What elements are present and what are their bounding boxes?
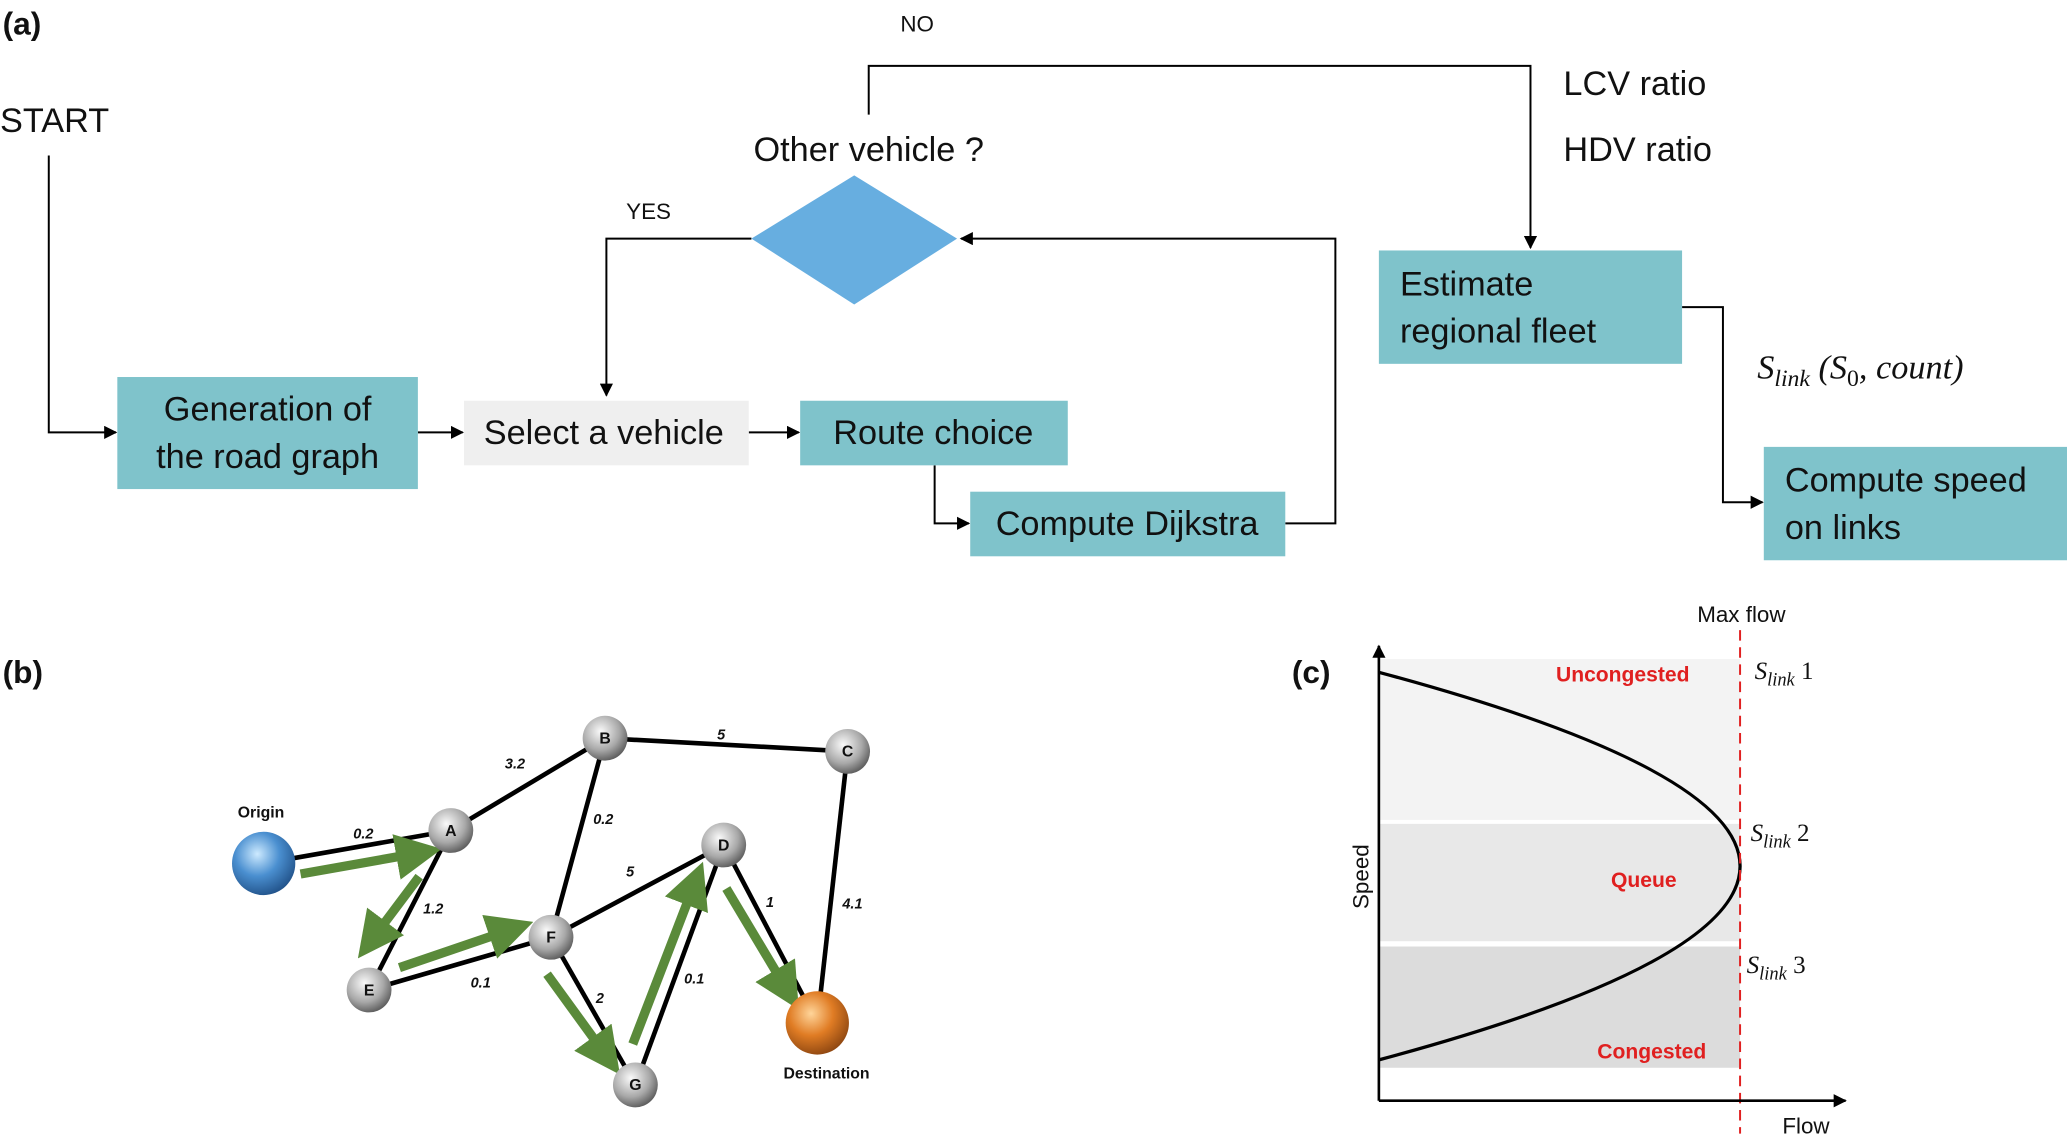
node-b-label: B <box>599 730 610 747</box>
yes-label: YES <box>626 199 671 224</box>
box-compute-speed: Compute speed on links <box>1763 446 2067 561</box>
y-axis-label: Speed <box>1348 844 1373 909</box>
weight-a-e: 1.2 <box>423 902 443 918</box>
box-text: Estimate <box>1400 265 1533 303</box>
weight-a-b: 3.2 <box>505 757 525 773</box>
panel-c-label: (c) <box>1292 654 1331 690</box>
weight-b-c: 5 <box>717 728 726 744</box>
box-generation-road-graph: Generation of the road graph <box>117 377 418 490</box>
destination-label: Destination <box>784 1065 870 1082</box>
box-estimate-fleet: Estimate regional fleet <box>1378 250 1683 364</box>
max-flow-label: Max flow <box>1697 602 1786 627</box>
panel-c-speed-flow: (c) Max flow Flow Speed Uncongested Queu… <box>1292 602 1847 1135</box>
node-b <box>582 715 628 761</box>
lcv-ratio-label: LCV ratio <box>1563 65 1706 103</box>
shortest-path-arrows <box>299 834 799 1075</box>
speed-flow-curve <box>1378 670 1742 1062</box>
decision-label: Other vehicle ? <box>753 131 983 169</box>
node-f <box>528 914 574 960</box>
origin-label: Origin <box>238 804 285 821</box>
weight-g-d: 0.1 <box>684 971 704 987</box>
slink-2-label: Slink 2 <box>1751 820 1810 852</box>
box-select-vehicle: Select a vehicle <box>464 400 749 466</box>
uncongested-label: Uncongested <box>1556 664 1690 687</box>
flow-connectors <box>47 64 1764 530</box>
box-text: Select a vehicle <box>484 414 724 452</box>
box-text: Compute Dijkstra <box>996 505 1260 543</box>
queue-label: Queue <box>1611 869 1677 892</box>
x-axis-label: Flow <box>1782 1114 1830 1135</box>
start-label: START <box>0 102 109 140</box>
graph-nodes: Origin Destination A B C D E F G <box>232 715 871 1108</box>
box-text: the road graph <box>156 438 379 476</box>
weight-c-destination: 4.1 <box>841 896 862 912</box>
uncongested-region <box>1378 659 1741 820</box>
node-a <box>428 808 474 853</box>
node-e <box>346 967 392 1013</box>
weight-e-f: 0.1 <box>471 975 491 991</box>
slink-formula: Slink (S0, count) <box>1757 348 1963 392</box>
decision-diamond <box>751 175 958 305</box>
slink-3-label: Slink 3 <box>1747 952 1806 984</box>
graph-edges <box>263 735 850 1087</box>
panel-a-flowchart: (a) START NO YES Other vehicle ? LCV rat… <box>0 5 2067 561</box>
node-c <box>825 728 871 774</box>
box-compute-dijkstra: Compute Dijkstra <box>970 491 1286 557</box>
box-text: Generation of <box>164 391 372 429</box>
destination-node <box>785 991 849 1055</box>
panel-b-label: (b) <box>3 654 43 690</box>
panel-b-graph: (b) 0.2 3.2 5 0.2 1.2 <box>3 654 871 1108</box>
weight-b-f: 0.2 <box>593 812 613 828</box>
node-a-label: A <box>445 823 456 840</box>
no-label: NO <box>900 12 934 37</box>
panel-a-label: (a) <box>3 5 42 41</box>
node-e-label: E <box>364 982 375 999</box>
origin-node <box>232 831 296 896</box>
node-d-label: D <box>718 837 729 854</box>
weight-d-destination: 1 <box>766 895 774 911</box>
slink-1-label: Slink 1 <box>1755 658 1814 690</box>
edge-weights: 0.2 3.2 5 0.2 1.2 5 0.1 2 0.1 1 4.1 <box>353 728 862 1008</box>
node-g-label: G <box>629 1077 641 1094</box>
weight-f-g: 2 <box>595 991 604 1007</box>
weight-origin-a: 0.2 <box>353 826 373 842</box>
node-g <box>612 1062 658 1108</box>
box-text: on links <box>1785 509 1901 547</box>
box-text: Compute speed <box>1785 462 2027 500</box>
box-text: regional fleet <box>1400 313 1597 351</box>
queue-region <box>1378 823 1741 942</box>
node-d <box>701 822 747 868</box>
node-c-label: C <box>842 744 853 761</box>
congested-label: Congested <box>1597 1041 1706 1064</box>
box-route-choice: Route choice <box>800 400 1068 466</box>
congested-region <box>1378 946 1741 1068</box>
node-f-label: F <box>546 930 556 947</box>
weight-f-d: 5 <box>626 865 635 881</box>
box-text: Route choice <box>833 414 1033 452</box>
hdv-ratio-label: HDV ratio <box>1563 131 1712 169</box>
